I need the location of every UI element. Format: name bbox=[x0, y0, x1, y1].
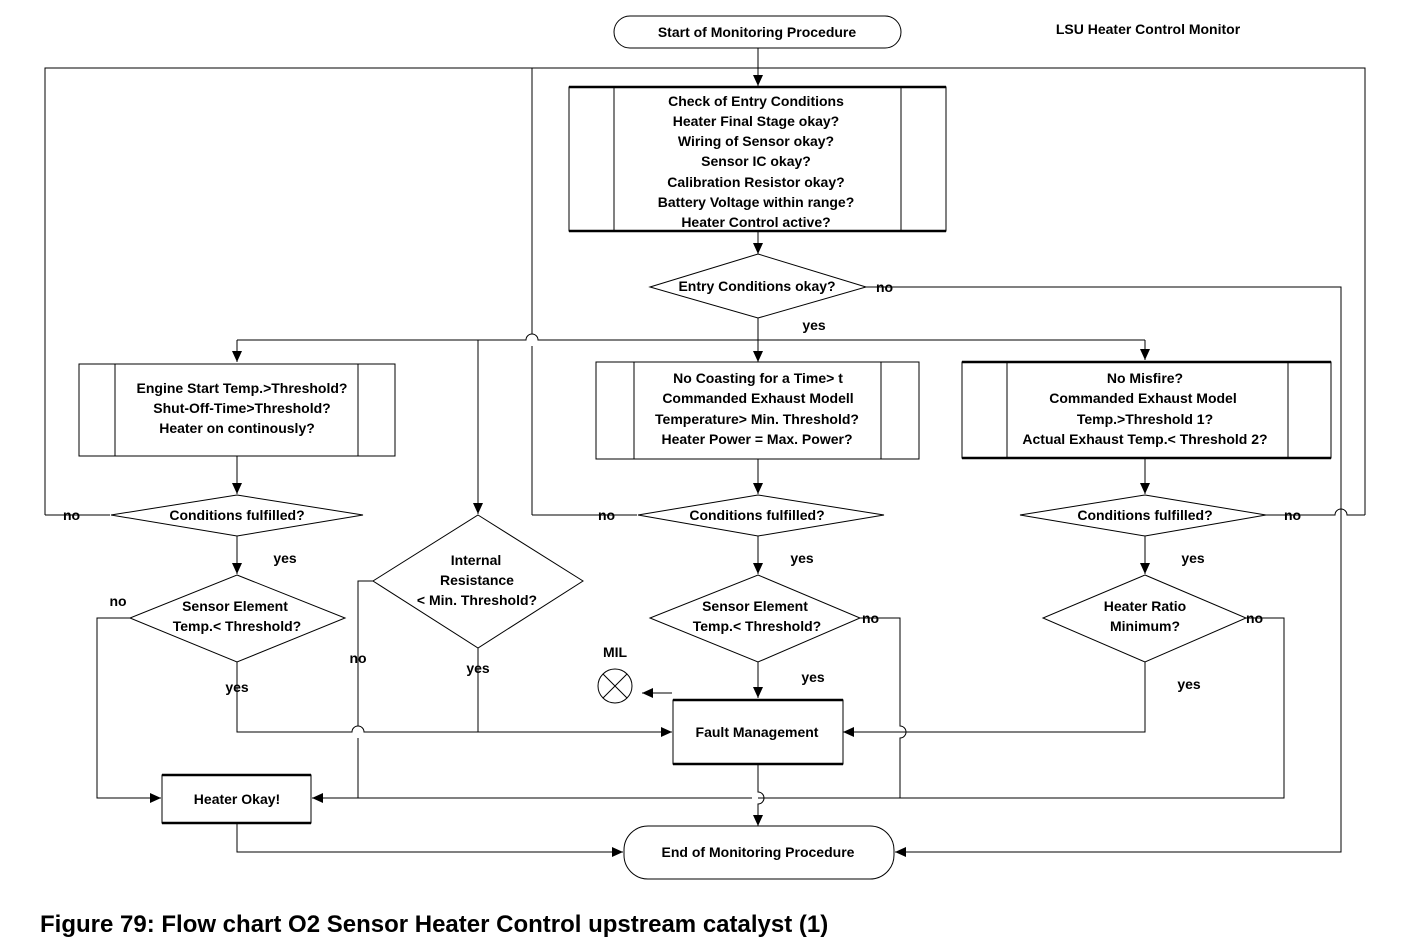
fulfilled-mid-no: no bbox=[598, 507, 615, 523]
sensor-left-yes: yes bbox=[225, 679, 249, 695]
cond-left-line-0: Engine Start Temp.>Threshold? bbox=[137, 380, 348, 396]
ir-line-0: Internal bbox=[451, 552, 502, 568]
sensor-left-line-1: Temp.< Threshold? bbox=[173, 618, 301, 634]
fulfilled-left-diamond: Conditions fulfilled? bbox=[110, 494, 364, 537]
fulfilled-right-diamond: Conditions fulfilled? bbox=[1019, 494, 1267, 537]
fault-label: Fault Management bbox=[696, 724, 819, 740]
heater-ratio-diamond: Heater Ratio Minimum? bbox=[1041, 574, 1248, 663]
fulfilled-left-yes: yes bbox=[273, 550, 297, 566]
sensor-left-no: no bbox=[109, 593, 126, 609]
cond-mid-line-3: Heater Power = Max. Power? bbox=[661, 431, 852, 447]
end-label: End of Monitoring Procedure bbox=[662, 844, 855, 860]
entry-no-label: no bbox=[876, 279, 893, 295]
sensor-mid-no: no bbox=[862, 610, 879, 626]
cond-mid-line-0: No Coasting for a Time> t bbox=[673, 370, 843, 386]
internal-resistance-diamond: Internal Resistance < Min. Threshold? bbox=[372, 514, 584, 649]
fulfilled-right-yes: yes bbox=[1181, 550, 1205, 566]
sensor-mid-yes: yes bbox=[801, 669, 825, 685]
fulfilled-left-label: Conditions fulfilled? bbox=[169, 507, 304, 523]
entry-yes-label: yes bbox=[802, 317, 826, 333]
entry-line-1: Heater Final Stage okay? bbox=[673, 113, 840, 129]
cond-left-line-1: Shut-Off-Time>Threshold? bbox=[153, 400, 330, 416]
diagram-title: LSU Heater Control Monitor bbox=[1056, 21, 1241, 37]
cond-left-line-2: Heater on continously? bbox=[159, 420, 315, 436]
ir-yes-label: yes bbox=[466, 660, 490, 676]
sensor-mid-line-0: Sensor Element bbox=[702, 598, 808, 614]
cond-right-line-0: No Misfire? bbox=[1107, 370, 1183, 386]
ir-line-1: Resistance bbox=[440, 572, 514, 588]
connectors bbox=[44, 48, 1366, 857]
entry-ok-diamond: Entry Conditions okay? bbox=[648, 253, 868, 319]
fulfilled-mid-yes: yes bbox=[790, 550, 814, 566]
cond-mid-line-2: Temperature> Min. Threshold? bbox=[655, 411, 859, 427]
start-terminator: Start of Monitoring Procedure bbox=[613, 15, 902, 49]
start-label: Start of Monitoring Procedure bbox=[658, 24, 857, 40]
hr-line-1: Minimum? bbox=[1110, 618, 1180, 634]
entry-check-box: Check of Entry Conditions Heater Final S… bbox=[568, 85, 947, 233]
fault-management-box: Fault Management bbox=[672, 698, 844, 766]
hr-no-label: no bbox=[1246, 610, 1263, 626]
cond-right-box: No Misfire? Commanded Exhaust Model Temp… bbox=[961, 360, 1332, 460]
fulfilled-mid-label: Conditions fulfilled? bbox=[689, 507, 824, 523]
figure-caption: Figure 79: Flow chart O2 Sensor Heater C… bbox=[40, 911, 828, 938]
hr-yes-label: yes bbox=[1177, 676, 1201, 692]
end-terminator: End of Monitoring Procedure bbox=[623, 825, 895, 880]
mil-lamp-icon bbox=[597, 668, 633, 704]
cond-right-line-3: Actual Exhaust Temp.< Threshold 2? bbox=[1022, 431, 1267, 447]
mil-label: MIL bbox=[603, 644, 628, 660]
heater-okay-label: Heater Okay! bbox=[194, 791, 280, 807]
sensor-left-diamond: Sensor Element Temp.< Threshold? bbox=[128, 574, 347, 663]
ir-no-label: no bbox=[349, 650, 366, 666]
entry-line-2: Wiring of Sensor okay? bbox=[678, 133, 834, 149]
fulfilled-right-label: Conditions fulfilled? bbox=[1077, 507, 1212, 523]
cond-mid-line-1: Commanded Exhaust Modell bbox=[662, 390, 853, 406]
cond-right-line-1: Commanded Exhaust Model bbox=[1049, 390, 1236, 406]
entry-line-3: Sensor IC okay? bbox=[701, 153, 811, 169]
entry-line-6: Heater Control active? bbox=[681, 214, 830, 230]
ir-line-2: < Min. Threshold? bbox=[417, 592, 537, 608]
entry-line-0: Check of Entry Conditions bbox=[668, 93, 844, 109]
cond-left-box: Engine Start Temp.>Threshold? Shut-Off-T… bbox=[78, 363, 396, 457]
sensor-mid-diamond: Sensor Element Temp.< Threshold? bbox=[648, 574, 862, 663]
heater-okay-box: Heater Okay! bbox=[161, 773, 312, 825]
sensor-mid-line-1: Temp.< Threshold? bbox=[693, 618, 821, 634]
fulfilled-left-no: no bbox=[63, 507, 80, 523]
fulfilled-mid-diamond: Conditions fulfilled? bbox=[637, 494, 885, 537]
cond-right-line-2: Temp.>Threshold 1? bbox=[1077, 411, 1213, 427]
entry-line-4: Calibration Resistor okay? bbox=[667, 174, 844, 190]
sensor-left-line-0: Sensor Element bbox=[182, 598, 288, 614]
entry-ok-label: Entry Conditions okay? bbox=[678, 278, 835, 294]
entry-line-5: Battery Voltage within range? bbox=[658, 194, 855, 210]
cond-mid-box: No Coasting for a Time> t Commanded Exha… bbox=[595, 361, 920, 460]
fulfilled-right-no: no bbox=[1284, 507, 1301, 523]
hr-line-0: Heater Ratio bbox=[1104, 598, 1186, 614]
